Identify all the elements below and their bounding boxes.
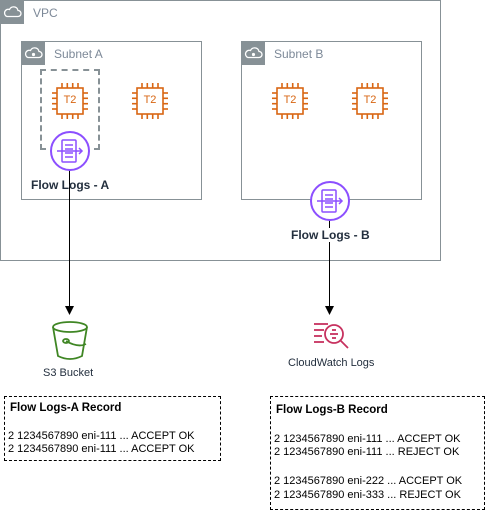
vpc-group: VPC [0, 0, 441, 261]
cloud-icon [1, 1, 24, 24]
cloudwatch-logs-icon [314, 323, 349, 349]
flowlogs-b-arrowhead [325, 306, 334, 315]
subnet-cloud-icon [242, 42, 265, 65]
subnet-a-label: Subnet A [54, 47, 103, 61]
instance-label: T2 [143, 94, 157, 106]
flow-logs-a-label: Flow Logs - A [31, 178, 110, 192]
record-line: 2 1234567890 eni-111 ... REJECT OK [274, 446, 460, 458]
cloudwatch-logs-label: CloudWatch Logs [288, 357, 375, 369]
record-title: Flow Logs-A Record [10, 402, 122, 414]
record-line: 2 1234567890 eni-222 ... ACCEPT OK [274, 475, 463, 487]
record-line: 2 1234567890 eni-111 ... ACCEPT OK [274, 433, 461, 445]
flow-logs-a-record-box: Flow Logs-A Record 2 1234567890 eni-111 … [4, 396, 221, 461]
record-title: Flow Logs-B Record [276, 404, 388, 416]
flow-logs-a-node[interactable] [49, 130, 91, 172]
s3-bucket-node[interactable] [48, 318, 92, 362]
instance-label: T2 [363, 94, 377, 106]
record-line: 2 1234567890 eni-111 ... ACCEPT OK [8, 443, 195, 455]
ec2-chip-icon [352, 83, 388, 119]
subnet-a-group: Subnet A [21, 41, 202, 200]
instance-label: T2 [63, 94, 77, 106]
ec2-instance-a1[interactable]: T2 [50, 81, 90, 121]
subnet-cloud-icon [22, 42, 45, 65]
flow-logs-icon [310, 181, 350, 221]
ec2-chip-icon [132, 83, 168, 119]
subnet-b-label: Subnet B [274, 47, 324, 61]
instance-label: T2 [283, 94, 297, 106]
record-line: 2 1234567890 eni-111 ... ACCEPT OK [8, 430, 195, 442]
ec2-chip-icon [272, 83, 308, 119]
record-line: 2 1234567890 eni-333 ... REJECT OK [274, 489, 461, 501]
ec2-chip-icon [52, 83, 88, 119]
cloudwatch-logs-node[interactable] [310, 318, 354, 352]
s3-bucket-icon [52, 321, 88, 360]
flowlogs-a-arrowhead [65, 306, 74, 315]
flow-logs-b-node[interactable] [309, 180, 351, 222]
ec2-instance-b1[interactable]: T2 [270, 81, 310, 121]
flow-logs-b-record-box: Flow Logs-B Record 2 1234567890 eni-111 … [270, 396, 485, 510]
ec2-instance-b2[interactable]: T2 [350, 81, 390, 121]
flow-logs-b-label: Flow Logs - B [291, 228, 370, 242]
vpc-label: VPC [33, 6, 58, 20]
flow-logs-icon [50, 131, 90, 171]
s3-bucket-label: S3 Bucket [43, 367, 94, 379]
ec2-instance-a2[interactable]: T2 [130, 81, 170, 121]
